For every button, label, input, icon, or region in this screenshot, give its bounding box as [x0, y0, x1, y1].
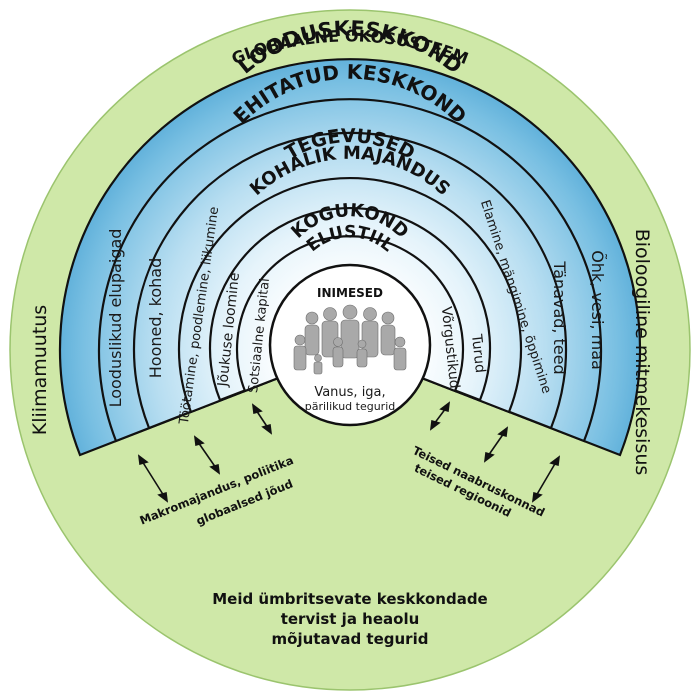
- bottom-line-3: mõjutavad tegurid: [272, 630, 429, 648]
- ring-4-right-label: Turud: [468, 332, 488, 373]
- bottom-line-1: Meid ümbritsevate keskkondade: [212, 590, 488, 608]
- double-arrow-icon: [483, 426, 509, 463]
- double-arrow-icon: [531, 455, 561, 503]
- ring-1-left-label: Looduslikud elupaigad: [106, 229, 125, 408]
- center-line-2: pärilikud tegurid: [305, 400, 396, 413]
- double-arrow-icon: [429, 401, 451, 431]
- arrows-group: [137, 401, 561, 503]
- double-arrow-icon: [137, 454, 169, 503]
- ring-2-right-label: Tänavad, teed: [550, 260, 569, 374]
- bottom-line-2: tervist ja heaolu: [281, 610, 420, 628]
- center-line-1: Vanus, iga,: [314, 385, 385, 400]
- ring-2-left-label: Hooned, kohad: [146, 258, 165, 379]
- double-arrow-icon: [251, 403, 273, 435]
- center-title: INIMESED: [317, 286, 383, 300]
- people-group-icon: [293, 304, 407, 375]
- outer-left-label: Kliimamuutus: [29, 305, 51, 435]
- ring-1-right-label: Õhk, vesi, maa: [588, 250, 607, 370]
- double-arrow-icon: [193, 435, 221, 475]
- outer-right-label: Bioloogiline mitmekesisus: [631, 229, 653, 476]
